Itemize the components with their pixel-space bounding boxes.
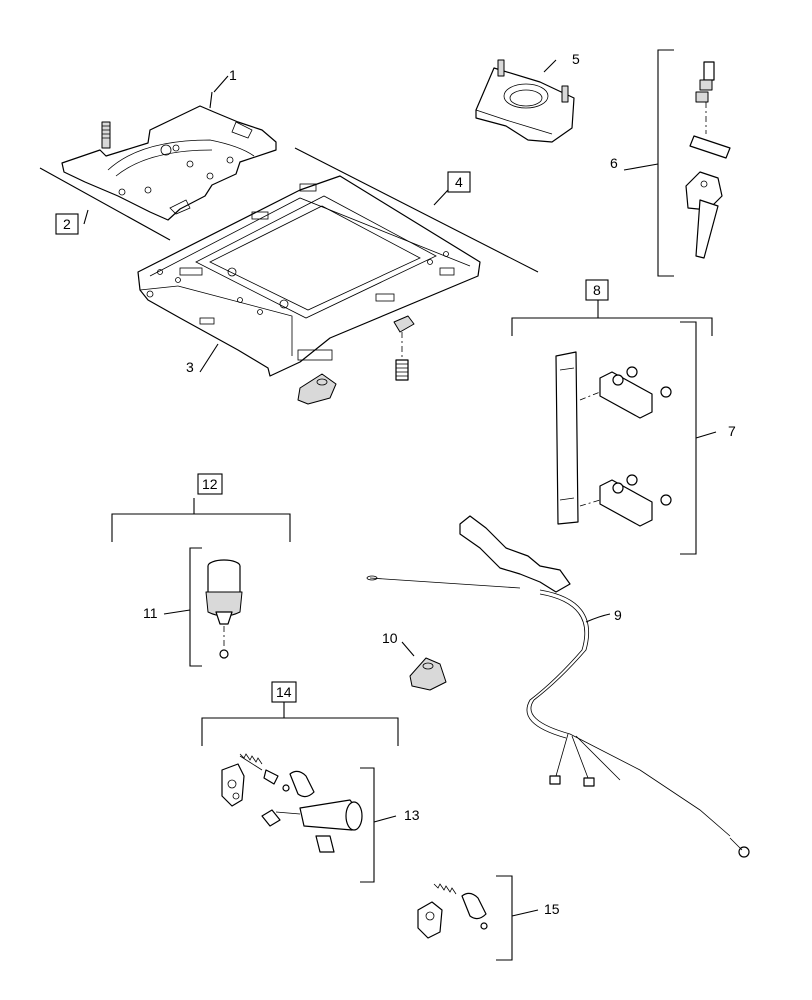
callout-13: 13 bbox=[404, 807, 420, 823]
callout-box-4 bbox=[447, 171, 471, 193]
base-frame-part-3 bbox=[137, 175, 481, 405]
callout-box-8 bbox=[585, 279, 609, 301]
plate-part-1 bbox=[61, 105, 277, 221]
sensor-part-11 bbox=[205, 559, 243, 659]
callout-15: 15 bbox=[544, 901, 560, 917]
seat-mount-part-5 bbox=[475, 59, 575, 143]
callout-box-2 bbox=[55, 213, 79, 235]
callout-12: 12 bbox=[202, 476, 218, 492]
cylinder-part-13 bbox=[221, 753, 363, 853]
strap-part-7 bbox=[555, 351, 672, 527]
callout-8: 8 bbox=[593, 282, 601, 298]
callout-5: 5 bbox=[572, 51, 580, 67]
spacer-part-10 bbox=[409, 657, 447, 691]
callout-box-12 bbox=[197, 473, 223, 495]
callout-3: 3 bbox=[186, 359, 194, 375]
callout-1: 1 bbox=[229, 67, 237, 83]
callout-box-14 bbox=[271, 681, 297, 703]
callout-4: 4 bbox=[455, 174, 463, 190]
lever-part-6 bbox=[685, 61, 731, 259]
callout-10: 10 bbox=[382, 630, 398, 646]
cable-part-9 bbox=[366, 515, 750, 858]
callout-14: 14 bbox=[276, 684, 292, 700]
callout-2: 2 bbox=[63, 216, 71, 232]
callout-11: 11 bbox=[143, 605, 158, 621]
callout-7: 7 bbox=[728, 423, 736, 439]
callout-6: 6 bbox=[610, 155, 618, 171]
pin-kit-part-15 bbox=[417, 883, 488, 939]
callout-9: 9 bbox=[614, 607, 622, 623]
